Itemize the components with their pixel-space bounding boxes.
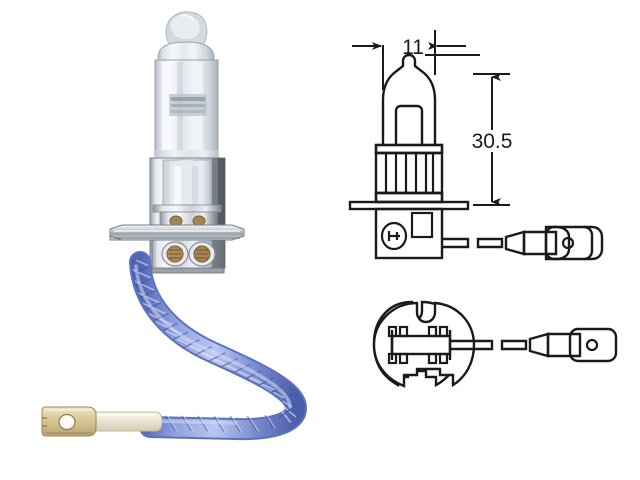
spade-terminal: [41, 406, 97, 437]
base-view-outline: [372, 301, 476, 388]
height-dimension-label: 30.5: [472, 130, 513, 153]
side-view-drawing: [348, 53, 604, 261]
technical-drawings: 11 30.5: [340, 0, 640, 480]
halogen-bulb-photo: [41, 11, 308, 441]
technical-drawing-svg: 11 30.5: [348, 30, 618, 388]
width-dimension-label: 11: [402, 36, 424, 59]
width-dimension: [352, 30, 480, 90]
base-view-contact-blade: [387, 325, 494, 365]
side-view-connector: [476, 225, 604, 261]
bulb-glass-envelope: [154, 11, 219, 166]
bulb-photo-svg: [41, 11, 308, 441]
height-dimension: [473, 73, 510, 206]
bulb-metal-base: [109, 157, 245, 274]
blue-lead-wire: [129, 251, 308, 441]
base-view-connector: [500, 327, 618, 363]
